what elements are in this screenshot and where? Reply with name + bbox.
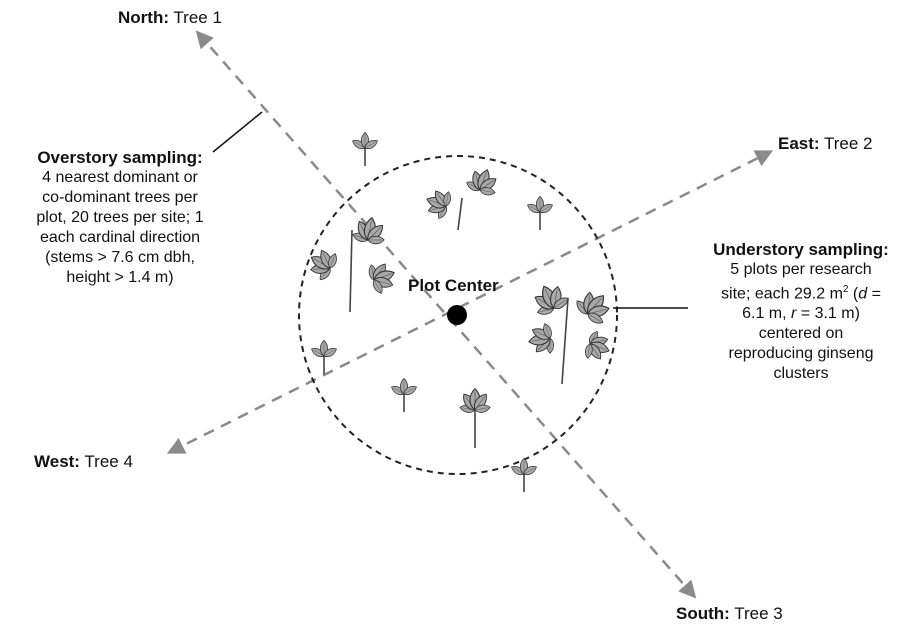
plot-center-dot	[447, 305, 467, 325]
area-exponent: 2	[842, 284, 849, 295]
radius-symbol: r	[791, 305, 797, 323]
understory-line: 5 plots per research	[730, 261, 872, 278]
west-east-axis	[166, 150, 774, 454]
overstory-line: (stems > 7.6 cm dbh,	[45, 249, 195, 266]
plot-boundary-circle	[298, 155, 618, 475]
overstory-line: co-dominant trees per	[42, 189, 198, 206]
overstory-heading: Overstory sampling:	[37, 148, 203, 167]
understory-line: site; each 29.2 m2 (d =	[690, 280, 912, 304]
ginseng-plant-icon	[526, 196, 554, 230]
ginseng-plant-icon	[310, 340, 338, 374]
overstory-line: height > 1.4 m)	[66, 269, 174, 286]
overstory-line: each cardinal direction	[39, 229, 201, 246]
south-direction: South:	[676, 604, 730, 623]
understory-line: 6.1 m, r = 3.1 m)	[690, 304, 912, 324]
south-label: South: Tree 3	[676, 604, 783, 624]
ginseng-plant-icon	[351, 132, 379, 166]
diameter-symbol: d	[858, 285, 868, 303]
west-direction: West:	[34, 452, 80, 471]
north-label: North: Tree 1	[118, 8, 222, 28]
ginseng-plant-icon	[459, 389, 490, 448]
radius-value: = 3.1 m)	[796, 305, 860, 323]
understory-area-text: site; each 29.2 m	[721, 285, 843, 303]
west-label: West: Tree 4	[34, 452, 133, 472]
overstory-line: 4 nearest dominant or	[42, 169, 198, 186]
plot-center-label: Plot Center	[408, 276, 499, 295]
ginseng-plant-icon	[304, 215, 400, 313]
understory-description: Understory sampling: 5 plots per researc…	[690, 240, 912, 384]
understory-line: centered on	[758, 325, 844, 343]
understory-paren: (	[848, 285, 859, 303]
east-direction: East:	[778, 134, 820, 153]
east-label: East: Tree 2	[778, 134, 873, 154]
overstory-description: Overstory sampling: 4 nearest dominant o…	[4, 148, 236, 288]
ginseng-plant-icon	[422, 165, 502, 231]
ginseng-plant-icon	[526, 279, 617, 385]
overstory-leader-line	[212, 111, 263, 153]
north-direction: North:	[118, 8, 169, 27]
north-tree: Tree 1	[173, 8, 222, 27]
understory-line: reproducing ginseng	[728, 345, 874, 363]
south-tree: Tree 3	[734, 604, 783, 623]
ginseng-plant-icon	[390, 378, 418, 412]
understory-equals: =	[867, 285, 881, 303]
east-tree: Tree 2	[824, 134, 873, 153]
understory-heading: Understory sampling:	[713, 240, 889, 259]
diameter-value: 6.1 m,	[742, 305, 791, 323]
overstory-line: plot, 20 trees per site; 1	[36, 209, 204, 226]
understory-line: clusters	[773, 365, 829, 383]
west-tree: Tree 4	[84, 452, 133, 471]
